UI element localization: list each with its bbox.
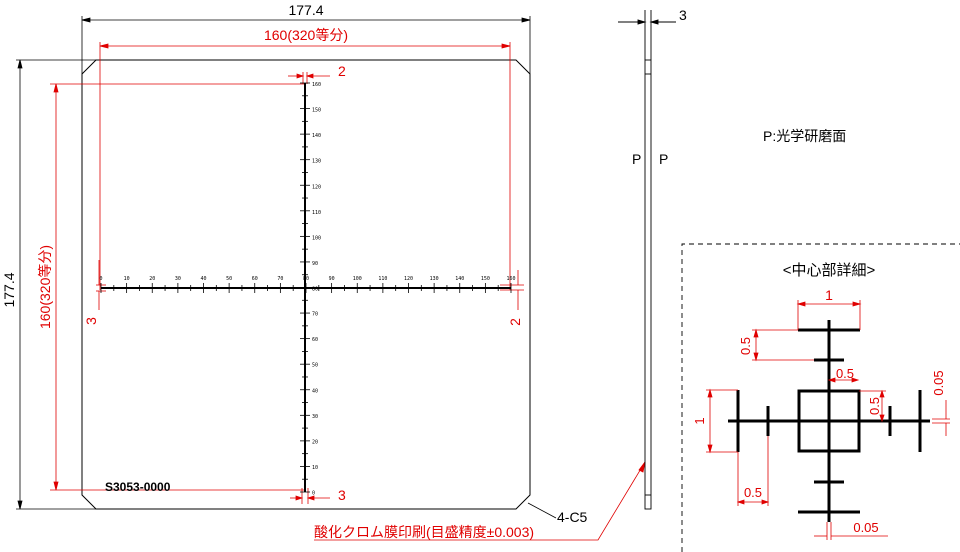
detail-dim-bottom-left: 0.5 <box>744 485 762 500</box>
scale-tick-label-v: 80 <box>312 287 318 293</box>
scale-tick-label-v: 150 <box>312 108 321 114</box>
detail-dim-right: 0.05 <box>931 370 946 395</box>
detail-title: <中心部詳細> <box>783 262 876 279</box>
plate-width-label: 177.4 <box>288 2 323 18</box>
scale-span-v-label: 160(320等分) <box>37 245 53 329</box>
scale-tick-label-h: 150 <box>481 276 490 282</box>
scale-tick-label-v: 120 <box>312 184 321 190</box>
scale-tick-label-v: 0 <box>312 491 315 497</box>
scale-tick-label-h: 160 <box>506 276 515 282</box>
scale-tick-label-h: 30 <box>175 276 181 282</box>
detail-dimensions <box>706 300 950 540</box>
line-width-top-dimension <box>288 72 330 84</box>
scale-tick-label-v: 110 <box>312 210 321 216</box>
detail-dim-left: 1 <box>692 417 707 424</box>
plate-side-view <box>618 10 676 510</box>
scale-tick-label-v: 70 <box>312 312 318 318</box>
edge-offset-left-label: 3 <box>83 317 99 325</box>
scale-tick-label-v: 50 <box>312 363 318 369</box>
detail-frame <box>681 243 960 552</box>
thickness-label: 3 <box>679 7 687 23</box>
scale-tick-label-h: 10 <box>124 276 130 282</box>
scale-tick-label-v: 90 <box>312 261 318 267</box>
scale-tick-label-h: 40 <box>200 276 206 282</box>
scale-tick-label-v: 30 <box>312 414 318 420</box>
scale-tick-label-v: 100 <box>312 235 321 241</box>
chamfer-label: 4-C5 <box>557 509 588 525</box>
plate-width-dimension <box>81 16 531 74</box>
polished-face-left: P <box>632 151 641 167</box>
scale-tick-label-v: 20 <box>312 439 318 445</box>
scale-span-h-dimension <box>99 42 511 290</box>
scale-tick-label-h: 120 <box>404 276 413 282</box>
print-note: 酸化クロム膜印刷(目盛精度±0.003) <box>314 524 534 540</box>
scale-tick-label-h: 70 <box>277 276 283 282</box>
chamfer-leader <box>527 502 557 519</box>
part-number: S3053-0000 <box>105 480 171 494</box>
edge-offset-right-label: 2 <box>507 318 523 326</box>
scale-ticks <box>100 82 512 493</box>
edge-offset-right-dimension <box>500 270 524 310</box>
detail-reticle <box>728 320 930 522</box>
scale-tick-label-v: 140 <box>312 133 321 139</box>
detail-dim-center-h: 0.5 <box>836 366 854 381</box>
side-view-outline <box>644 59 652 510</box>
polished-face-right: P <box>659 151 668 167</box>
detail-dim-left-top: 0.5 <box>738 337 753 355</box>
plate-height-label: 177.4 <box>1 272 17 307</box>
plate-height-dimension <box>16 59 96 510</box>
line-width-bottom-dimension <box>290 488 330 504</box>
line-width-bottom-label: 3 <box>338 487 346 503</box>
detail-dim-top: 1 <box>825 287 833 303</box>
detail-dim-center-v: 0.5 <box>867 397 882 415</box>
scale-tick-label-h: 50 <box>226 276 232 282</box>
scale-tick-label-h: 80 <box>303 276 309 282</box>
scale-tick-label-v: 40 <box>312 388 318 394</box>
scale-tick-label-v: 10 <box>312 465 318 471</box>
scale-tick-label-h: 60 <box>252 276 258 282</box>
scale-tick-label-h: 110 <box>378 276 387 282</box>
scale-tick-label-h: 20 <box>149 276 155 282</box>
line-width-top-label: 2 <box>338 63 346 79</box>
scale-tick-label-h: 140 <box>455 276 464 282</box>
scale-span-v-dimension <box>50 83 306 491</box>
scale-tick-label-v: 60 <box>312 337 318 343</box>
polished-face-legend: P:光学研磨面 <box>763 128 846 144</box>
scale-tick-label-h: 100 <box>353 276 362 282</box>
plate-outline <box>81 59 531 510</box>
detail-center-square <box>797 389 861 453</box>
print-note-leader <box>314 461 646 541</box>
scale-tick-label-h: 0 <box>99 276 102 282</box>
scale-tick-label-h: 90 <box>329 276 335 282</box>
scale-tick-label-v: 160 <box>312 82 321 88</box>
scale-tick-label-v: 130 <box>312 159 321 165</box>
plate-front-view <box>81 59 531 510</box>
scale-tick-label-h: 130 <box>430 276 439 282</box>
scale-span-h-label: 160(320等分) <box>264 27 348 43</box>
detail-dim-bottom: 0.05 <box>853 520 878 535</box>
